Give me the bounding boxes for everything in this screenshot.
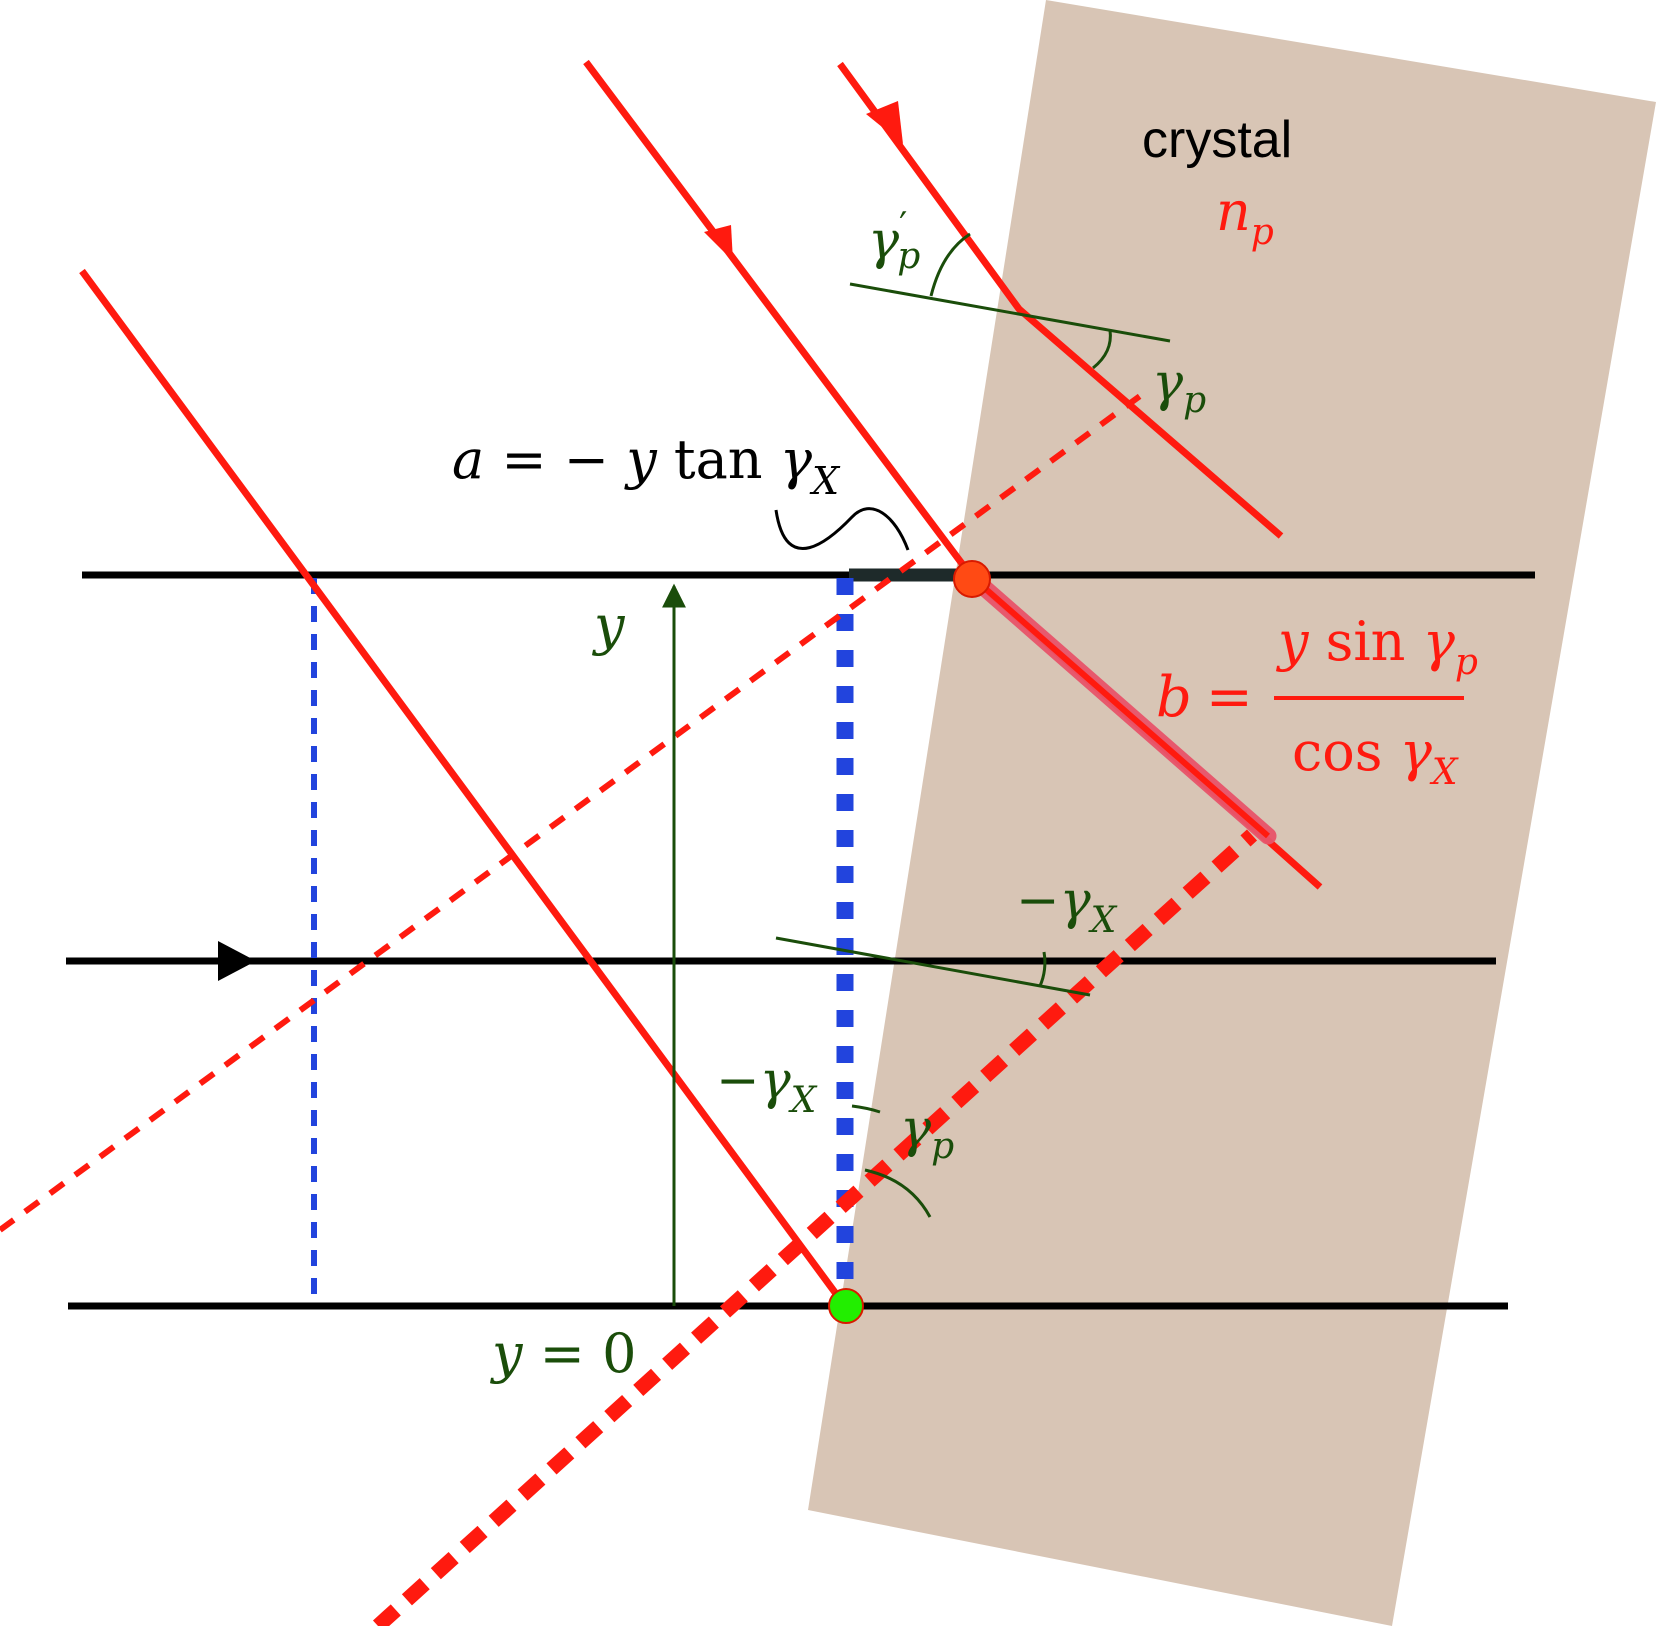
ray-center-arrowhead-icon — [704, 225, 733, 261]
tangent-line-middle — [775, 936, 1091, 997]
refractive-index-label: np — [1216, 180, 1274, 253]
label-gamma-p-top: γp — [1152, 353, 1206, 421]
label-a-pointer — [774, 507, 910, 551]
dashed-normal-thick — [372, 829, 1258, 1626]
label-y-zero: y = 0 — [490, 1322, 636, 1385]
ray-top-right-arrowhead-icon — [866, 101, 903, 144]
tangent-line-top — [849, 282, 1171, 343]
label-minus-gamma-x-left: −γX — [716, 1051, 818, 1121]
middle-line-arrowhead-icon — [218, 941, 256, 981]
label-gamma-p-bottom: γp — [900, 1099, 954, 1167]
label-y-arrow: y — [592, 594, 626, 657]
angle-arc-minus-gamma-x-left — [851, 1104, 881, 1114]
angle-arc-minus-gamma-x-right — [1038, 951, 1047, 987]
intersection-point-top — [953, 560, 991, 598]
label-a-formula: a = − y tan γX — [452, 428, 841, 503]
segment-b-core — [970, 574, 1270, 839]
angle-arc-gamma-p-top — [1092, 329, 1112, 370]
label-gamma-p-prime: γ′p — [868, 206, 920, 277]
origin-point — [828, 1288, 864, 1324]
ray-top-right — [837, 61, 1284, 539]
ray-left — [79, 268, 848, 1309]
angle-arc-gamma-p-prime — [929, 232, 971, 297]
label-minus-gamma-x-right: −γX — [1016, 871, 1118, 941]
label-b-lhs: b= — [1156, 665, 1253, 730]
label-b-denominator: cos γX — [1292, 720, 1459, 793]
crystal-label: crystal — [1142, 111, 1292, 169]
angle-arc-gamma-p-bottom — [864, 1168, 932, 1218]
label-b-numerator: y sin γp — [1276, 610, 1478, 683]
